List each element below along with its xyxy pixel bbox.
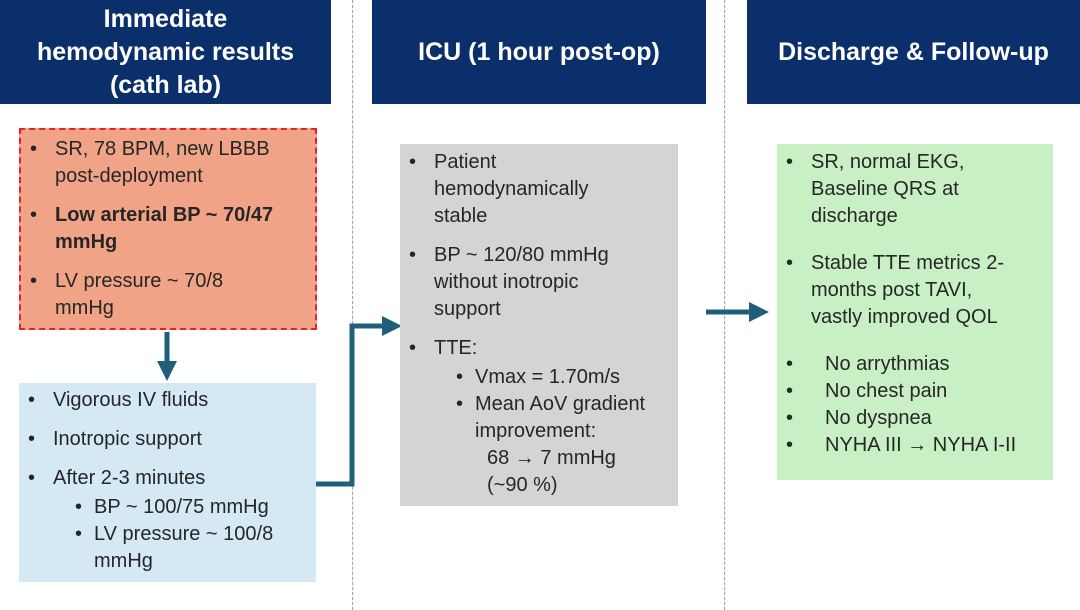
header-icu: ICU (1 hour post-op) — [372, 0, 706, 104]
icu-list: Patient hemodynamically stable BP ~ 120/… — [400, 149, 678, 499]
header-discharge-label: Discharge & Follow-up — [778, 37, 1049, 66]
sub-item-vmax-label: Vmax = 1.70m/s — [475, 366, 621, 388]
list-item-tte-label: TTE: — [434, 337, 478, 359]
list-item-arterial-bp-line-1: Low arterial BP ~ 70/47 — [55, 204, 274, 226]
header-cath-lab-line-1: Immediate — [103, 4, 228, 33]
icu-box: Patient hemodynamically stable BP ~ 120/… — [400, 144, 678, 506]
list-item-rhythm: SR, 78 BPM, new LBBB post-deployment — [21, 136, 311, 190]
intervention-list: Vigorous IV fluids Inotropic support Aft… — [19, 387, 316, 575]
tte-sublist: Vmax = 1.70m/s Mean AoV gradient improve… — [400, 364, 678, 445]
list-item-rhythm-line-2: post-deployment — [55, 165, 203, 187]
list-item-icu-bp-line-3: support — [434, 298, 501, 320]
gradient-values-line-2: (~90 %) — [487, 474, 558, 496]
sub-item-lv-pressure-line-1: LV pressure ~ 100/8 — [94, 523, 274, 545]
sub-item-bp: BP ~ 100/75 mmHg — [19, 494, 316, 521]
header-cath-lab: Immediate hemodynamic results (cath lab) — [0, 0, 331, 104]
list-item-icu-bp-line-1: BP ~ 120/80 mmHg — [434, 244, 609, 266]
intervention-box: Vigorous IV fluids Inotropic support Aft… — [19, 383, 316, 582]
sub-item-gradient-line-1: Mean AoV gradient — [475, 393, 646, 415]
list-item-nyha-label: NYHA III → NYHA I-II — [825, 434, 1017, 456]
list-item-icu-bp-line-2: without inotropic — [434, 271, 579, 293]
list-item-rhythm-line-1: SR, 78 BPM, new LBBB — [55, 138, 270, 160]
list-item-no-chest-pain: No chest pain — [777, 378, 1053, 405]
sub-item-lv-pressure-line-2: mmHg — [94, 550, 153, 572]
gradient-values-line-1: 68 → 7 mmHg — [487, 447, 616, 469]
after-minutes-sublist: BP ~ 100/75 mmHg LV pressure ~ 100/8 mmH… — [19, 494, 316, 575]
sub-item-gradient: Mean AoV gradient improvement: — [400, 391, 678, 445]
list-item-lv-pressure-line-2: mmHg — [55, 297, 114, 319]
header-cath-lab-line-3: (cath lab) — [109, 70, 222, 99]
list-item-no-arrythmias: No arrythmias — [777, 351, 1053, 378]
list-item-iv-fluids: Vigorous IV fluids — [19, 387, 316, 414]
list-item-no-dyspnea: No dyspnea — [777, 405, 1053, 432]
list-item-tte-metrics-line-3: vastly improved QOL — [811, 306, 998, 328]
list-item-no-chest-pain-label: No chest pain — [825, 380, 948, 402]
cath-lab-results-list: SR, 78 BPM, new LBBB post-deployment Low… — [21, 136, 311, 322]
divider-left — [352, 0, 353, 610]
list-item-stable-line-3: stable — [434, 205, 488, 227]
list-item-ekg-line-1: SR, normal EKG, — [811, 151, 965, 173]
divider-right — [724, 0, 725, 610]
header-icu-label: ICU (1 hour post-op) — [418, 37, 660, 66]
list-item-stable-line-1: Patient — [434, 151, 497, 173]
list-item-arterial-bp: Low arterial BP ~ 70/47 mmHg — [21, 202, 311, 256]
discharge-box: SR, normal EKG, Baseline QRS at discharg… — [777, 144, 1053, 480]
list-item-tte-metrics: Stable TTE metrics 2- months post TAVI, … — [777, 250, 1053, 331]
list-item-lv-pressure: LV pressure ~ 70/8 mmHg — [21, 268, 311, 322]
list-item-iv-fluids-label: Vigorous IV fluids — [53, 389, 209, 411]
discharge-list: SR, normal EKG, Baseline QRS at discharg… — [777, 149, 1053, 459]
list-item-ekg-line-2: Baseline QRS at — [811, 178, 959, 200]
sub-item-gradient-line-2: improvement: — [475, 420, 597, 442]
list-item-no-dyspnea-label: No dyspnea — [825, 407, 932, 429]
list-item-inotropic: Inotropic support — [19, 426, 316, 453]
list-item-arterial-bp-line-2: mmHg — [55, 231, 118, 253]
list-item-stable: Patient hemodynamically stable — [400, 149, 678, 230]
list-item-ekg-line-3: discharge — [811, 205, 898, 227]
arrow-to-icu — [316, 316, 402, 487]
list-item-lv-pressure-line-1: LV pressure ~ 70/8 — [55, 270, 224, 292]
list-item-tte-metrics-line-1: Stable TTE metrics 2- — [811, 252, 1005, 274]
list-item-after-minutes: After 2-3 minutes BP ~ 100/75 mmHg LV pr… — [19, 465, 316, 575]
cath-lab-results-box: SR, 78 BPM, new LBBB post-deployment Low… — [19, 128, 317, 330]
list-item-stable-line-2: hemodynamically — [434, 178, 589, 200]
list-item-after-minutes-label: After 2-3 minutes — [53, 467, 206, 489]
list-item-no-arrythmias-label: No arrythmias — [825, 353, 950, 375]
sub-item-lv-pressure: LV pressure ~ 100/8 mmHg — [19, 521, 316, 575]
list-item-inotropic-label: Inotropic support — [53, 428, 202, 450]
list-item-tte-metrics-line-2: months post TAVI, — [811, 279, 973, 301]
header-cath-lab-line-2: hemodynamic results — [36, 37, 295, 66]
list-item-tte: TTE: Vmax = 1.70m/s Mean AoV gradient im… — [400, 335, 678, 499]
sub-item-vmax: Vmax = 1.70m/s — [400, 364, 678, 391]
list-item-nyha: NYHA III → NYHA I-II — [777, 432, 1053, 459]
header-discharge: Discharge & Follow-up — [747, 0, 1080, 104]
sub-item-bp-label: BP ~ 100/75 mmHg — [94, 496, 269, 518]
list-item-ekg: SR, normal EKG, Baseline QRS at discharg… — [777, 149, 1053, 230]
list-item-icu-bp: BP ~ 120/80 mmHg without inotropic suppo… — [400, 242, 678, 323]
